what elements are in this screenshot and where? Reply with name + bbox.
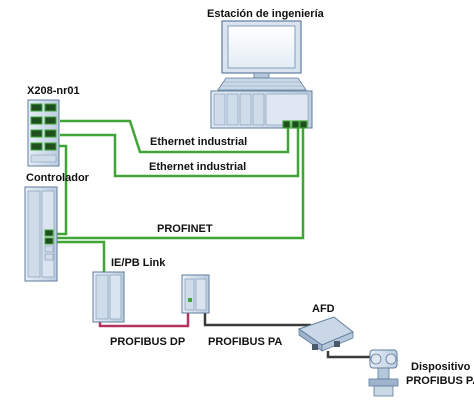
controller-link-cable [56, 240, 106, 272]
afd-distributor[interactable] [297, 316, 354, 352]
device-label-line1: Dispositivo [411, 361, 471, 373]
ethernet-cable-1 [60, 119, 290, 154]
controller[interactable] [24, 186, 58, 282]
dp-pa-coupler-icon [181, 274, 210, 314]
profibus-pa-cable-2 [326, 351, 378, 366]
monitor-icon [221, 20, 302, 79]
ie-pb-link[interactable] [92, 271, 125, 323]
profibus-pa-cable-1 [203, 313, 311, 327]
device-label-line2: PROFIBUS PA [406, 375, 474, 387]
controller-switch-cable [56, 144, 68, 236]
switch-label: X208-nr01 [27, 85, 80, 97]
pc-rack-icon [210, 90, 313, 129]
plc-controller-icon [24, 186, 58, 282]
profibus-dp-label: PROFIBUS DP [110, 336, 185, 348]
pa-transmitter-icon [368, 349, 399, 397]
profinet-label: PROFINET [157, 223, 213, 235]
keyboard-icon [217, 77, 307, 91]
controller-label: Controlador [26, 172, 90, 184]
ethernet-cable-2 [60, 128, 300, 178]
afd-label: AFD [312, 303, 335, 315]
ethernet-switch-icon [27, 99, 60, 167]
link-label: IE/PB Link [111, 257, 166, 269]
switch-x208[interactable] [27, 99, 60, 167]
engineering-station-label: Estación de ingeniería [207, 8, 325, 20]
profibus-pa-label: PROFIBUS PA [208, 336, 282, 348]
ethernet-label-1: Ethernet industrial [150, 136, 247, 148]
pa-transmitter[interactable] [368, 349, 399, 397]
ethernet-label-2: Ethernet industrial [149, 161, 246, 173]
dp-pa-coupler[interactable] [181, 274, 210, 314]
ethernet-cables [56, 119, 305, 272]
profibus-dp-cable [98, 313, 190, 328]
afd-distributor-icon [297, 316, 354, 352]
ie-pb-link-icon [92, 271, 125, 323]
engineering-station[interactable] [210, 20, 313, 129]
profinet-cable [56, 128, 305, 240]
